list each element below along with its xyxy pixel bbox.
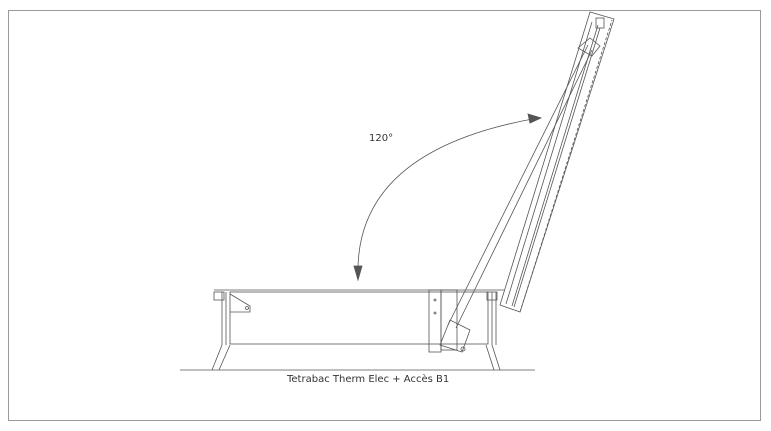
open-lid xyxy=(499,11,615,313)
gas-strut xyxy=(439,37,601,353)
drawing-frame xyxy=(8,10,761,421)
drawing-caption: Tetrabac Therm Elec + Accès B1 xyxy=(287,374,450,385)
legs xyxy=(211,344,501,371)
angle-arc xyxy=(353,113,543,282)
upstand-box xyxy=(213,289,505,353)
angle-label: 120° xyxy=(369,133,394,144)
